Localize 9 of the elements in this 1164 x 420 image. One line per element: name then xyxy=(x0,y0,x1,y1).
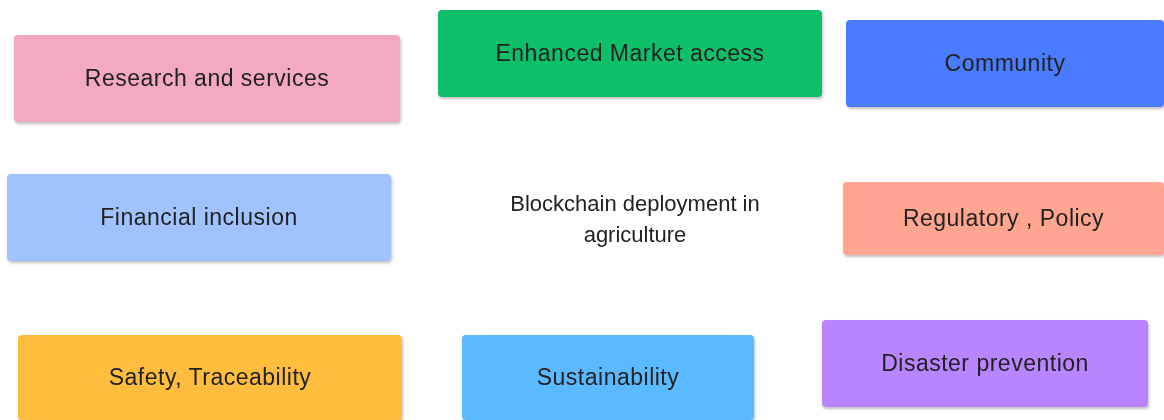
central-topic-text: Blockchain deployment in agriculture xyxy=(509,190,761,249)
topic-box: Community xyxy=(846,20,1164,107)
topic-box: Sustainability xyxy=(462,335,754,420)
topic-box: Financial inclusion xyxy=(7,174,391,261)
topic-box: Regulatory , Policy xyxy=(843,182,1164,255)
topic-box: Safety, Traceability xyxy=(18,335,402,420)
topic-box: Research and services xyxy=(14,35,400,122)
topic-box: Enhanced Market access xyxy=(438,10,822,97)
topic-box: Disaster prevention xyxy=(822,320,1148,407)
